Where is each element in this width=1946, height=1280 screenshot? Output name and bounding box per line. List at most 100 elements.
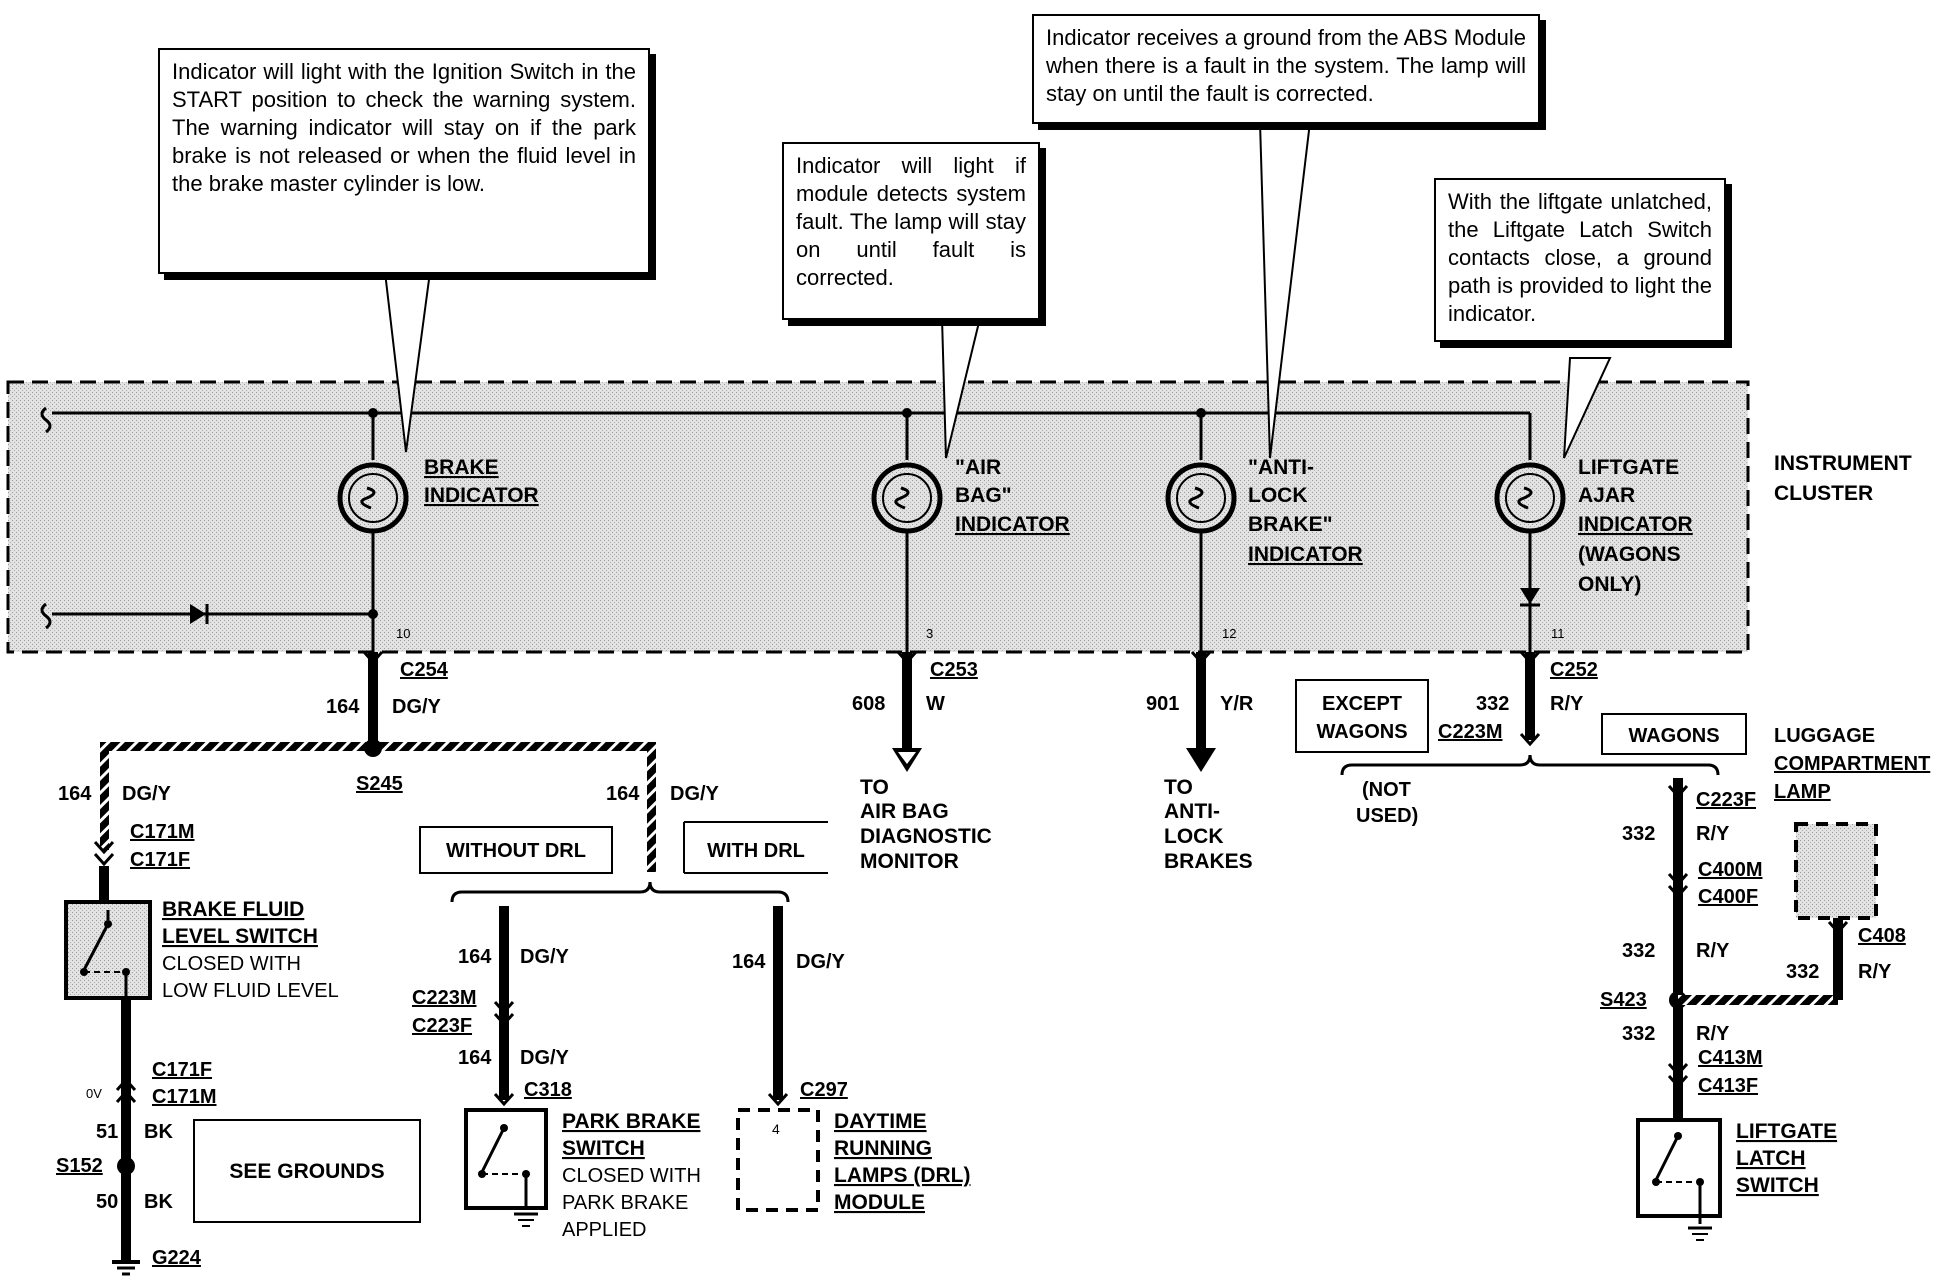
abs-label-3: BRAKE"	[1248, 513, 1333, 536]
nodrl-wire-num: 164	[458, 946, 492, 968]
latch-switch-label-1: LIFTGATE	[1736, 1120, 1837, 1143]
lamp-wire-num: 332	[1786, 961, 1819, 983]
abs-circuit: 901 Y/R TO ANTI- LOCK BRAKES	[1146, 650, 1254, 873]
brake-circuit: C254 164 DG/Y S245 164 DG/Y C171M C171F …	[56, 650, 970, 1276]
latch-switch-label-3: SWITCH	[1736, 1174, 1819, 1197]
liftgate-indicator-lamp: LIFTGATE AJAR INDICATOR (WAGONS ONLY) 11	[1494, 411, 1693, 652]
airbag-label-1: "AIR	[955, 456, 1001, 479]
g224-label: G224	[152, 1247, 202, 1269]
liftgate-label-2: AJAR	[1578, 484, 1635, 507]
nodrl-wire-color-2: DG/Y	[520, 1047, 570, 1069]
abs-label-4: INDICATOR	[1248, 543, 1363, 566]
c171f-lower-label: C171F	[152, 1059, 212, 1081]
park-switch-label-2: SWITCH	[562, 1137, 645, 1160]
c252-label: C252	[1550, 659, 1598, 681]
airbag-to-2: AIR BAG	[860, 800, 949, 823]
brake-indicator-lamp: BRAKE INDICATOR 10	[337, 408, 539, 652]
right-wire-color: DG/Y	[670, 783, 720, 805]
lamp-wire-color: R/Y	[1858, 961, 1892, 983]
c408-label: C408	[1858, 925, 1906, 947]
cluster-label-2: CLUSTER	[1774, 482, 1873, 505]
airbag-circuit: C253 608 W TO AIR BAG DIAGNOSTIC MONITOR	[852, 650, 992, 873]
instrument-cluster: INSTRUMENT CLUSTER	[6, 380, 1912, 654]
park-switch-note-3: APPLIED	[562, 1219, 646, 1241]
airbag-indicator-lamp: "AIR BAG" INDICATOR 3	[871, 408, 1070, 652]
right-wire-num: 164	[606, 783, 640, 805]
abs-pin: 12	[1222, 626, 1236, 641]
not-used-1: (NOT	[1362, 779, 1411, 801]
liftgate-circuit: C252 332 R/Y C223M EXCEPT WAGONS WAGONS …	[1295, 650, 1930, 1241]
wire50-num: 50	[96, 1191, 118, 1213]
liftgate-callout-text: With the liftgate unlatched, the Liftgat…	[1448, 189, 1712, 326]
park-switch-note-1: CLOSED WITH	[562, 1165, 701, 1187]
wire50-color: BK	[144, 1191, 173, 1213]
liftgate-wire-color: R/Y	[1550, 693, 1584, 715]
liftgate-label-1: LIFTGATE	[1578, 456, 1679, 479]
latch-switch-label-2: LATCH	[1736, 1147, 1806, 1170]
brake-callout: Indicator will light with the Ignition S…	[158, 48, 650, 274]
park-switch-note-2: PARK BRAKE	[562, 1192, 688, 1214]
airbag-wire-color: W	[926, 693, 945, 715]
c171m-label: C171M	[130, 821, 194, 843]
lg-wire-color-1: R/Y	[1696, 823, 1730, 845]
brake-pin: 10	[396, 626, 410, 641]
airbag-pin: 3	[926, 626, 933, 641]
liftgate-wire-num: 332	[1476, 693, 1509, 715]
s245-label: S245	[356, 773, 403, 795]
except-wagons-2: WAGONS	[1316, 721, 1407, 743]
lamp-label-3: LAMP	[1774, 781, 1831, 803]
lg-wire-num-1: 332	[1622, 823, 1655, 845]
drl-module-label-1: DAYTIME	[834, 1110, 927, 1133]
airbag-wire-num: 608	[852, 693, 885, 715]
airbag-label-3: INDICATOR	[955, 513, 1070, 536]
liftgate-label-5: ONLY)	[1578, 573, 1641, 596]
fluid-switch-note-1: CLOSED WITH	[162, 953, 301, 975]
fluid-switch-note-2: LOW FLUID LEVEL	[162, 980, 339, 1002]
lamp-label-1: LUGGAGE	[1774, 725, 1875, 747]
c297-label: C297	[800, 1079, 848, 1101]
brake-wire-color: DG/Y	[392, 696, 442, 718]
abs-wire-num: 901	[1146, 693, 1179, 715]
abs-to-3: LOCK	[1164, 825, 1224, 848]
c413m-label: C413M	[1698, 1047, 1762, 1069]
voltage-label: 0V	[86, 1086, 102, 1101]
abs-indicator-lamp: "ANTI- LOCK BRAKE" INDICATOR 12	[1165, 408, 1363, 652]
airbag-to-1: TO	[860, 776, 889, 799]
c171f-label: C171F	[130, 849, 190, 871]
c318-label: C318	[524, 1079, 572, 1101]
abs-callout: Indicator receives a ground from the ABS…	[1032, 14, 1540, 124]
c413f-label: C413F	[1698, 1075, 1758, 1097]
abs-to-1: TO	[1164, 776, 1193, 799]
ground-icon	[112, 1260, 140, 1276]
s423-label: S423	[1600, 989, 1647, 1011]
left-wire-num: 164	[58, 783, 92, 805]
c223m-label: C223M	[412, 987, 476, 1009]
airbag-to-3: DIAGNOSTIC	[860, 825, 992, 848]
c400m-label: C400M	[1698, 859, 1762, 881]
c223f-label: C223F	[412, 1015, 472, 1037]
c171m-lower-label: C171M	[152, 1086, 216, 1108]
callout-pointers	[383, 121, 1612, 459]
drl-module-label-2: RUNNING	[834, 1137, 932, 1160]
drl-wire-num: 164	[732, 951, 766, 973]
c223f-liftgate-label: C223F	[1696, 789, 1756, 811]
liftgate-callout: With the liftgate unlatched, the Liftgat…	[1434, 178, 1726, 342]
airbag-to-4: MONITOR	[860, 850, 959, 873]
brake-indicator-label-2: INDICATOR	[424, 484, 539, 507]
liftgate-pin: 11	[1551, 626, 1565, 641]
drl-module-label-4: MODULE	[834, 1191, 925, 1214]
liftgate-label-4: (WAGONS	[1578, 543, 1681, 566]
see-grounds-box: SEE GROUNDS	[229, 1160, 384, 1183]
abs-label-1: "ANTI-	[1248, 456, 1314, 479]
fluid-switch-label-1: BRAKE FLUID	[162, 898, 304, 921]
drl-pin: 4	[772, 1121, 780, 1137]
ground-icon	[1688, 1226, 1712, 1241]
c223m-liftgate-label: C223M	[1438, 721, 1502, 743]
left-wire-color: DG/Y	[122, 783, 172, 805]
abs-callout-text: Indicator receives a ground from the ABS…	[1046, 25, 1526, 106]
cluster-label-1: INSTRUMENT	[1774, 452, 1912, 475]
c400f-label: C400F	[1698, 886, 1758, 908]
lg-wire-color-3: R/Y	[1696, 1023, 1730, 1045]
brake-indicator-label-1: BRAKE	[424, 456, 499, 479]
